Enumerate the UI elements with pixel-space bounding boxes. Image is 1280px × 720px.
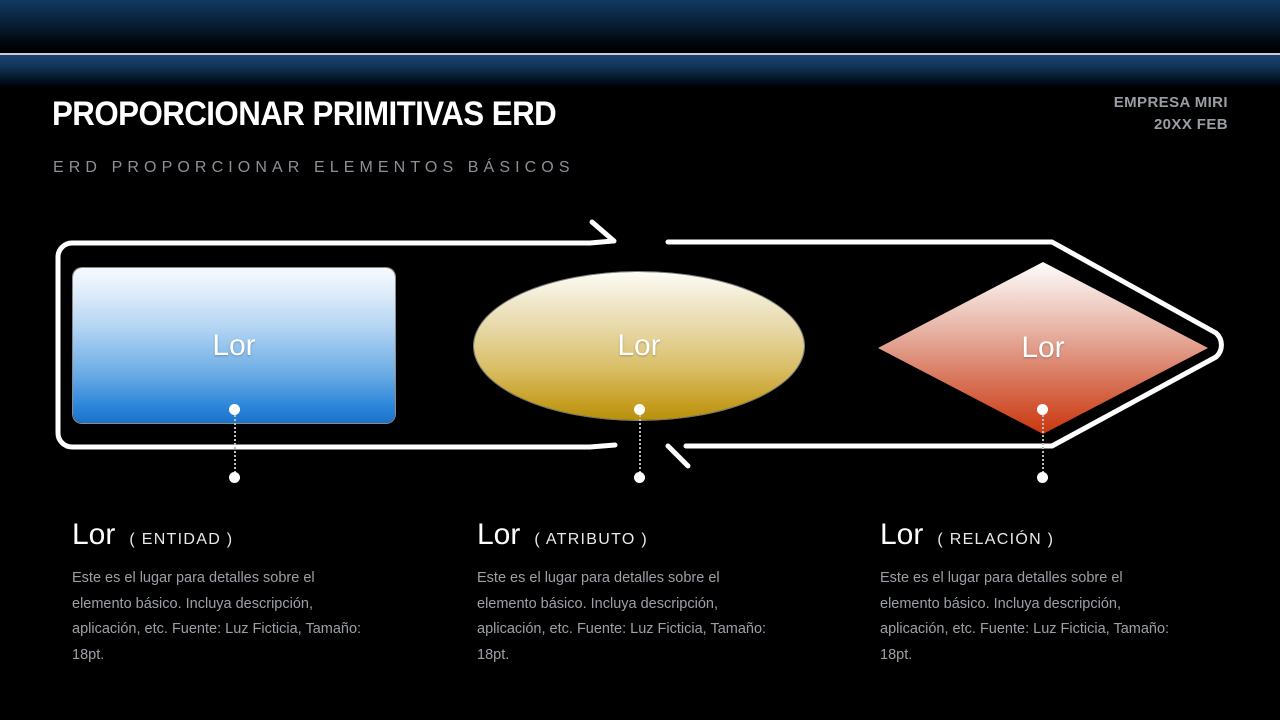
caption-tag-relacion: ( RELACIÓN ) xyxy=(937,531,1055,548)
connector-line-atributo xyxy=(639,415,641,473)
connector-dot-top-relacion xyxy=(1037,404,1048,415)
second-gradient-band xyxy=(0,55,1280,88)
caption-title-relacion: Lor xyxy=(880,518,924,551)
connector-dot-top-atributo xyxy=(634,404,645,415)
caption-title-entidad: Lor xyxy=(72,518,116,551)
arrow1-left-edge xyxy=(55,240,75,450)
caption-tag-entidad: ( ENTIDAD ) xyxy=(129,531,234,548)
connector-dot-bottom-atributo xyxy=(634,472,645,483)
connector-dot-bottom-entidad xyxy=(229,472,240,483)
caption-column-entidad: Lor ( ENTIDAD ) Este es el lugar para de… xyxy=(72,518,402,668)
rectangle-shape[interactable]: Lor xyxy=(73,268,395,423)
caption-title-atributo: Lor xyxy=(477,518,521,551)
ellipse-shape[interactable]: Lor xyxy=(474,272,804,420)
caption-column-atributo: Lor ( ATRIBUTO ) Este es el lugar para d… xyxy=(477,518,807,668)
ellipse-shape-label: Lor xyxy=(617,329,661,362)
caption-body-relacion: Este es el lugar para detalles sobre el … xyxy=(880,570,1170,663)
page-title: PROPORCIONAR PRIMITIVAS ERD xyxy=(52,95,557,133)
company-name: EMPRESA MIRI xyxy=(1113,94,1228,111)
connector-line-entidad xyxy=(234,415,236,473)
connector-dot-bottom-relacion xyxy=(1037,472,1048,483)
arrow1-top-edge xyxy=(69,238,616,246)
connector-line-relacion xyxy=(1042,415,1044,473)
caption-body-atributo: Este es el lugar para detalles sobre el … xyxy=(477,570,767,663)
meta-block: EMPRESA MIRI 20XX FEB xyxy=(1114,92,1228,136)
arrow1-head-upper xyxy=(589,219,617,244)
caption-tag-atributo: ( ATRIBUTO ) xyxy=(534,531,649,548)
arrow2-tail-lower xyxy=(665,443,691,469)
caption-head-relacion: Lor ( RELACIÓN ) xyxy=(880,518,1210,552)
caption-column-relacion: Lor ( RELACIÓN ) Este es el lugar para d… xyxy=(880,518,1210,668)
top-gradient-band xyxy=(0,0,1280,53)
page-subtitle: ERD PROPORCIONAR ELEMENTOS BÁSICOS xyxy=(53,159,575,176)
caption-head-atributo: Lor ( ATRIBUTO ) xyxy=(477,518,807,552)
connector-dot-top-entidad xyxy=(229,404,240,415)
caption-head-entidad: Lor ( ENTIDAD ) xyxy=(72,518,402,552)
arrow1-bottom-edge xyxy=(69,442,618,450)
rectangle-shape-label: Lor xyxy=(212,328,256,362)
caption-body-entidad: Este es el lugar para detalles sobre el … xyxy=(72,570,362,663)
band-divider-line xyxy=(0,53,1280,55)
date-label: 20XX FEB xyxy=(1153,116,1228,133)
